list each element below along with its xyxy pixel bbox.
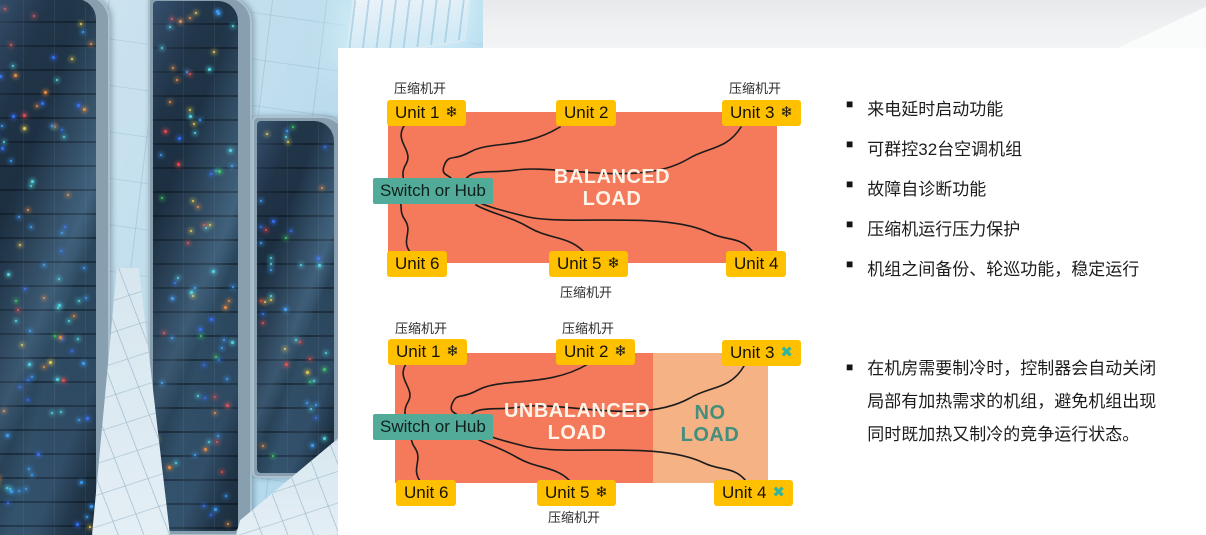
feature-text: 可群控32台空调机组	[867, 140, 1023, 159]
unit-label-text: Unit 1	[396, 342, 441, 361]
feature-item: ■ 机组之间备份、轮巡功能，稳定运行	[846, 255, 1206, 280]
server-rack	[252, 116, 348, 478]
feature-list: ■ 来电延时启动功能 ■ 可群控32台空调机组 ■ 故障自诊断功能 ■ 压缩机运…	[846, 95, 1206, 295]
balanced-load-label: BALANCED LOAD	[553, 166, 671, 210]
bullet-icon: ■	[846, 257, 854, 271]
compressor-on-caption: 压缩机开	[395, 321, 448, 336]
bullet-icon: ■	[846, 360, 854, 374]
feature-item: ■ 故障自诊断功能	[846, 175, 1206, 200]
unit-label-text: Unit 1	[395, 103, 440, 122]
unbalanced-load-label: UNBALANCED LOAD	[503, 400, 651, 444]
unit-label-text: Unit 3	[730, 103, 775, 122]
balanced-unit-5-label: Unit 5 ❄	[549, 251, 628, 277]
unit-label-text: Unit 2	[564, 342, 609, 361]
snowflake-icon: ❄	[607, 255, 620, 272]
feature-text: 压缩机运行压力保护	[867, 220, 1021, 239]
note-text: 在机房需要制冷时，控制器会自动关闭局部有加热需求的机组，避免机组出现同时既加热又…	[867, 359, 1157, 444]
unit-label-text: Unit 2	[564, 103, 609, 122]
balanced-unit-2-label: Unit 2	[556, 100, 617, 126]
unit-label-text: Unit 5	[557, 254, 602, 273]
feature-text: 故障自诊断功能	[867, 180, 987, 199]
rack-glass-door	[0, 0, 96, 535]
feature-item: ■ 可群控32台空调机组	[846, 135, 1206, 160]
bullet-icon: ■	[846, 97, 854, 111]
unbalanced-switch-or-hub-label: Switch or Hub	[373, 414, 493, 440]
unit-label-text: Unit 5	[545, 483, 590, 502]
unit-label-text: Unit 6	[404, 483, 449, 502]
off-cross-icon: ✖	[772, 484, 785, 501]
bullet-icon: ■	[846, 137, 854, 151]
bullet-icon: ■	[846, 177, 854, 191]
compressor-on-caption: 压缩机开	[560, 285, 613, 300]
unit-label-text: Unit 6	[395, 254, 440, 273]
compressor-on-caption: 压缩机开	[729, 81, 782, 96]
note-block: ■ 在机房需要制冷时，控制器会自动关闭局部有加热需求的机组，避免机组出现同时既加…	[846, 352, 1186, 451]
rack-glass-door	[153, 1, 238, 531]
snowflake-icon: ❄	[446, 343, 459, 360]
balanced-switch-or-hub-label: Switch or Hub	[373, 178, 493, 204]
unit-label-text: Unit 4	[734, 254, 779, 273]
snowflake-icon: ❄	[614, 343, 627, 360]
snowflake-icon: ❄	[445, 104, 458, 121]
bullet-icon: ■	[846, 217, 854, 231]
feature-text: 机组之间备份、轮巡功能，稳定运行	[867, 260, 1140, 279]
compressor-on-caption: 压缩机开	[562, 321, 615, 336]
unbalanced-unit-5-label: Unit 5 ❄	[537, 480, 616, 506]
server-rack	[0, 0, 110, 535]
rack-glass-door	[257, 121, 334, 473]
snowflake-icon: ❄	[780, 104, 793, 121]
unbalanced-unit-6-label: Unit 6	[396, 480, 457, 506]
unbalanced-unit-3-label: Unit 3 ✖	[722, 340, 801, 366]
server-rack	[148, 0, 252, 535]
compressor-on-caption: 压缩机开	[548, 510, 601, 525]
unit-label-text: Unit 3	[730, 343, 775, 362]
feature-text: 来电延时启动功能	[867, 100, 1004, 119]
unbalanced-unit-2-label: Unit 2 ❄	[556, 339, 635, 365]
unit-label-text: Unit 4	[722, 483, 767, 502]
balanced-unit-6-label: Unit 6	[387, 251, 448, 277]
balanced-unit-3-label: Unit 3 ❄	[722, 100, 801, 126]
snowflake-icon: ❄	[595, 484, 608, 501]
unbalanced-unit-1-label: Unit 1 ❄	[388, 339, 467, 365]
no-load-label: NO LOAD	[680, 402, 740, 446]
unbalanced-unit-4-label: Unit 4 ✖	[714, 480, 793, 506]
balanced-unit-4-label: Unit 4	[726, 251, 787, 277]
feature-item: ■ 来电延时启动功能	[846, 95, 1206, 120]
off-cross-icon: ✖	[780, 344, 793, 361]
compressor-on-caption: 压缩机开	[394, 81, 447, 96]
feature-item: ■ 压缩机运行压力保护	[846, 215, 1206, 240]
balanced-unit-1-label: Unit 1 ❄	[387, 100, 466, 126]
